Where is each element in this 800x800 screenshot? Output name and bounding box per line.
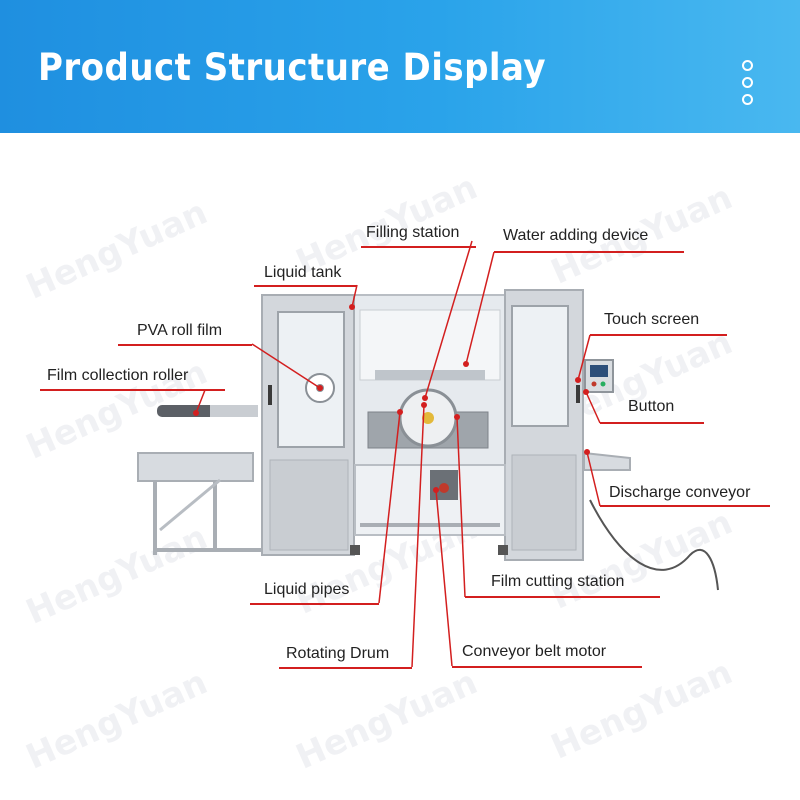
label-button: Button [628,398,675,415]
label-rotating-drum: Rotating Drum [286,645,390,662]
label-liquid-pipes: Liquid pipes [264,581,350,598]
more-vertical-icon[interactable] [741,60,753,108]
underline [361,246,476,248]
underline [40,389,225,391]
label-filling-station: Filling station [366,224,460,241]
underline [600,422,704,424]
underline [590,334,727,336]
underline [452,666,642,668]
label-liquid-tank: Liquid tank [264,264,342,281]
underline [250,603,379,605]
label-touch-screen: Touch screen [604,311,700,328]
header-banner: Product Structure Display [0,0,800,133]
underline [118,344,252,346]
label-conveyor-belt-motor: Conveyor belt motor [462,643,607,660]
label-discharge-conveyor: Discharge conveyor [609,484,751,501]
page-title: Product Structure Display [38,46,547,89]
label-film-cutting-station: Film cutting station [491,573,625,590]
underline [254,285,357,287]
label-film-collection-roller: Film collection roller [47,367,189,384]
underline [494,251,684,253]
underline [600,505,770,507]
underline [465,596,660,598]
label-water-adding-device: Water adding device [503,227,649,244]
label-pva-roll-film: PVA roll film [137,322,223,339]
underline [279,667,412,669]
